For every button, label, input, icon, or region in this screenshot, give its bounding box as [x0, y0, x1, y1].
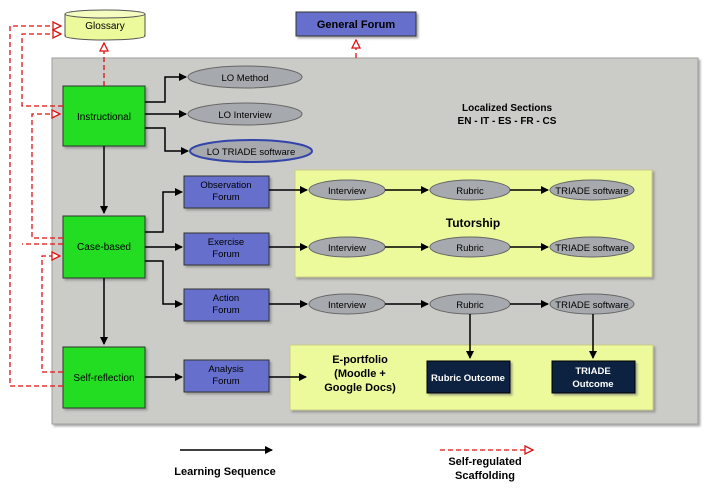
legend-sequence-label: Learning Sequence — [174, 466, 276, 478]
triade-oval-action: TRIADE software — [549, 293, 635, 315]
analysis-forum-line1: Analysis — [208, 364, 244, 375]
scaffolding-arrows — [9, 26, 356, 387]
observation-forum-line1: Observation — [200, 180, 251, 191]
eportfolio-line2: (Moodle + — [334, 368, 386, 380]
step-rubric-label: Rubric — [456, 186, 484, 197]
triade-oval-exercise: TRIADE software — [549, 236, 635, 258]
lo-method-label: LO Method — [222, 73, 269, 84]
action-forum-line2: Forum — [212, 305, 240, 316]
stage-case-based: Case-based — [62, 215, 146, 279]
step-triade-label: TRIADE software — [555, 186, 628, 197]
analysis-forum: Analysis Forum — [183, 359, 270, 393]
observation-forum: Observation Forum — [183, 175, 270, 209]
localized-sections-title: Localized Sections — [462, 103, 552, 114]
triade-outcome-line2: Outcome — [572, 379, 613, 390]
step-rubric-label: Rubric — [456, 243, 484, 254]
lo-method-oval: LO Method — [187, 65, 303, 89]
lo-triade-label: LO TRIADE software — [207, 147, 296, 158]
rubric-outcome-label: Rubric Outcome — [431, 373, 505, 384]
stage-instructional: Instructional — [62, 85, 146, 147]
step-interview-label: Interview — [328, 300, 366, 311]
general-forum-label: General Forum — [317, 19, 395, 31]
stage-self-reflection-label: Self-reflection — [73, 373, 134, 384]
legend-scaffolding-label-line1: Self-regulated — [448, 456, 522, 468]
triade-oval-observation: TRIADE software — [549, 179, 635, 201]
learning-sequence-arrows — [100, 73, 597, 381]
eportfolio-line1: E-portfolio — [332, 354, 388, 366]
glossary-label: Glossary — [85, 21, 124, 32]
step-triade-label: TRIADE software — [555, 243, 628, 254]
tutorship-label: Tutorship — [446, 216, 500, 230]
eportfolio-line3: Google Docs) — [324, 382, 396, 394]
interview-oval-action: Interview — [308, 293, 386, 315]
localized-sections-languages: EN - IT - ES - FR - CS — [458, 116, 557, 127]
triade-outcome-line1: TRIADE — [575, 366, 610, 377]
interview-oval-observation: Interview — [308, 179, 386, 201]
step-interview-label: Interview — [328, 243, 366, 254]
interview-oval-exercise: Interview — [308, 236, 386, 258]
triade-outcome: TRIADE Outcome — [551, 360, 636, 394]
lo-interview-label: LO Interview — [218, 110, 271, 121]
analysis-forum-line2: Forum — [212, 376, 240, 387]
step-rubric-label: Rubric — [456, 300, 484, 311]
exercise-forum-line2: Forum — [212, 249, 240, 260]
rubric-outcome: Rubric Outcome — [426, 360, 511, 394]
lo-triade-oval: LO TRIADE software — [189, 139, 313, 163]
exercise-forum-line1: Exercise — [208, 237, 244, 248]
lo-interview-oval: LO Interview — [187, 102, 303, 126]
rubric-oval-action: Rubric — [429, 293, 511, 315]
stage-self-reflection: Self-reflection — [62, 346, 146, 409]
rubric-oval-observation: Rubric — [429, 179, 511, 201]
legend-scaffolding-label-line2: Scaffolding — [455, 470, 515, 482]
glossary-node: Glossary — [64, 9, 146, 41]
stage-instructional-label: Instructional — [77, 112, 131, 123]
observation-forum-line2: Forum — [212, 192, 240, 203]
general-forum-node: General Forum — [295, 11, 417, 37]
step-triade-label: TRIADE software — [555, 300, 628, 311]
stage-case-based-label: Case-based — [77, 242, 131, 253]
exercise-forum: Exercise Forum — [183, 232, 270, 266]
rubric-oval-exercise: Rubric — [429, 236, 511, 258]
action-forum-line1: Action — [213, 293, 239, 304]
step-interview-label: Interview — [328, 186, 366, 197]
action-forum: Action Forum — [183, 288, 270, 322]
